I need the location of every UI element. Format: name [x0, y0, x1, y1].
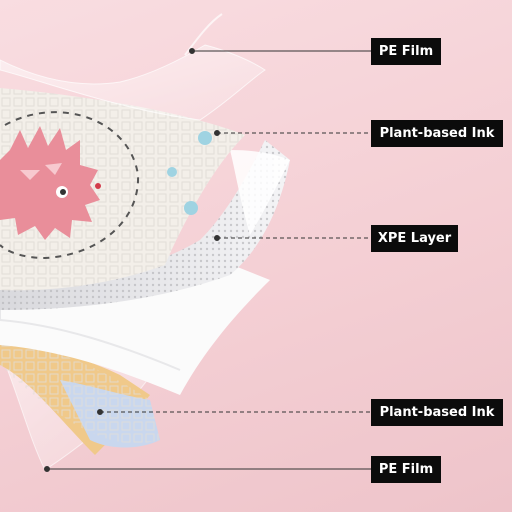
- label-plant-based-ink-top: Plant-based Ink: [371, 120, 503, 147]
- top-pe-film: [0, 13, 266, 121]
- hedgehog-illustration: [0, 126, 101, 240]
- label-pe-film-bottom: PE Film: [371, 456, 441, 483]
- top-printed-sheet: [0, 88, 245, 291]
- label-plant-based-ink-bottom: Plant-based Ink: [371, 399, 503, 426]
- callout-lines: [44, 48, 371, 472]
- bottom-printed-layer: [0, 340, 160, 455]
- label-xpe-layer: XPE Layer: [371, 225, 458, 252]
- xpe-foam-layer: [0, 140, 290, 310]
- label-pe-film-top: PE Film: [371, 38, 441, 65]
